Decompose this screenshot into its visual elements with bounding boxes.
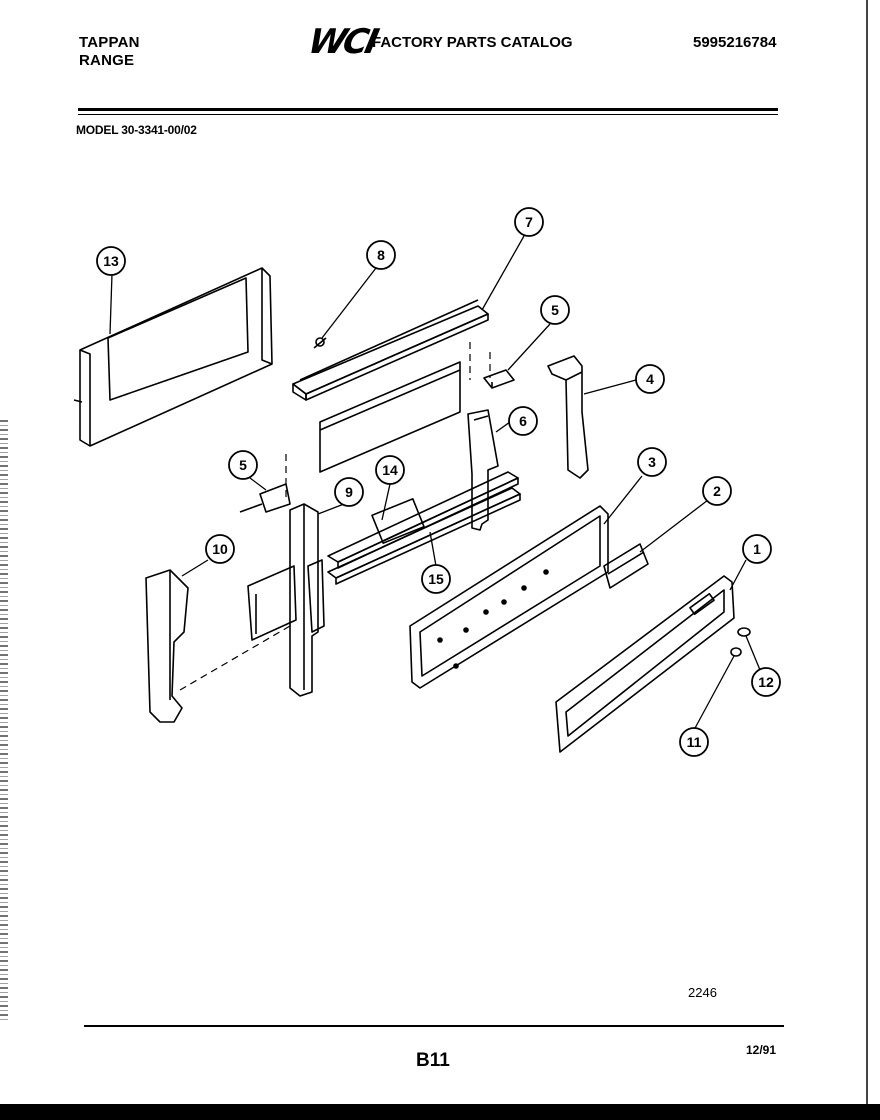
callout-5-upper: 5 [551, 302, 559, 318]
part-15-lower-rail [327, 487, 521, 585]
part-5-clip-lower [239, 483, 291, 513]
part-11-knob-insert [730, 647, 742, 657]
part-6-right-bracket [467, 409, 499, 531]
callout-5-lower: 5 [239, 457, 247, 473]
catalog-title: FACTORY PARTS CATALOG [372, 34, 573, 51]
part-12-knob [737, 627, 751, 637]
catalog-date: 12/91 [746, 1043, 777, 1057]
header-rule-thin [78, 114, 778, 115]
part-5-clip-upper [483, 369, 515, 389]
callout-2: 2 [713, 483, 721, 499]
callout-circles [96, 207, 781, 757]
callout-9: 9 [345, 484, 353, 500]
product-type: RANGE [79, 52, 135, 69]
part-9-left-bracket [289, 503, 325, 697]
scan-border-bottom [0, 1104, 880, 1120]
scan-border-right [866, 0, 868, 1104]
brand-block: TAPPAN RANGE [79, 34, 140, 70]
callout-8: 8 [377, 247, 385, 263]
page-number: B11 [416, 1050, 450, 1071]
part-backer-plate [319, 361, 461, 473]
part-2-switch-block [603, 543, 649, 589]
part-1-front-trim [555, 575, 735, 753]
callout-11: 11 [687, 734, 702, 750]
leader-lines [109, 235, 761, 731]
part-4-right-end-cap [547, 355, 589, 479]
brand-name: TAPPAN [79, 34, 140, 51]
part-7-top-trim [292, 299, 489, 401]
callout-15: 15 [428, 571, 444, 587]
callout-6: 6 [519, 413, 527, 429]
part-14-upper-rail [327, 471, 519, 569]
scan-edge-left [0, 420, 8, 1020]
callout-10: 10 [212, 541, 228, 557]
drawing-number: 2246 [688, 985, 717, 1000]
catalog-part-number: 5995216784 [693, 34, 777, 51]
callout-3: 3 [648, 454, 656, 470]
callout-1: 1 [753, 541, 761, 557]
callout-labels: 13 8 7 5 4 6 5 14 9 3 2 10 1 15 12 11 [103, 214, 774, 750]
part-13-back-panel [73, 267, 273, 447]
callout-14: 14 [382, 462, 398, 478]
part-10-left-end-cap [145, 569, 189, 723]
callout-13: 13 [103, 253, 119, 269]
header-rule-thick [78, 108, 778, 111]
part-8-screw [313, 337, 327, 349]
callout-7: 7 [525, 214, 533, 230]
callout-12: 12 [758, 674, 774, 690]
part-left-channel [247, 565, 297, 641]
part-3-control-panel [409, 505, 609, 689]
model-number: MODEL 30-3341-00/02 [76, 123, 197, 137]
callout-4: 4 [646, 371, 654, 387]
footer-rule [84, 1025, 784, 1027]
assembly-guides [179, 342, 491, 691]
